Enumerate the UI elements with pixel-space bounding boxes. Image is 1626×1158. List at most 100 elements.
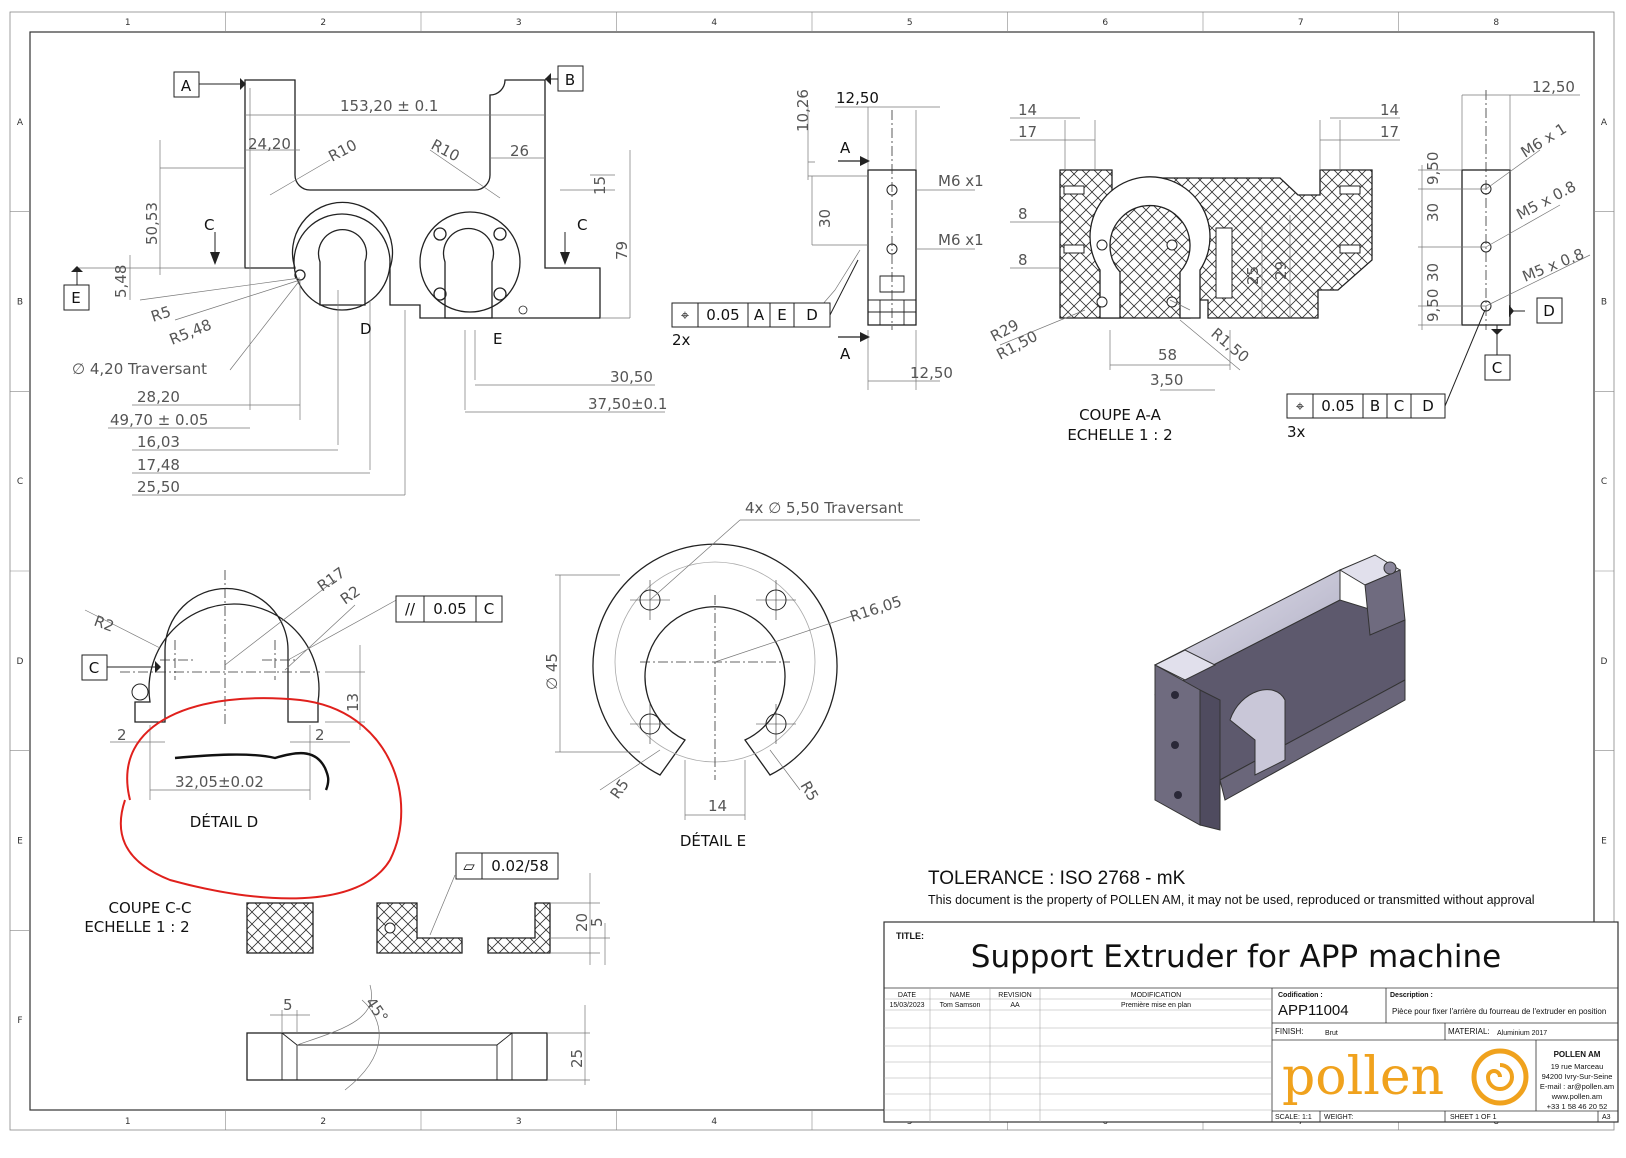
company-name: POLLEN AM: [1554, 1050, 1601, 1059]
fcf2-tolerance: 0.05: [1321, 397, 1354, 415]
material-label: MATERIAL:: [1448, 1027, 1490, 1036]
zone-row-label: A: [17, 118, 24, 128]
dim-14-right: 14: [1380, 101, 1399, 119]
zone-row-label: C: [1601, 477, 1607, 487]
zone-row-label: E: [17, 837, 23, 847]
revision-cell: AA: [1010, 1002, 1020, 1009]
sheet-size: A3: [1602, 1114, 1611, 1121]
property-notice: This document is the property of POLLEN …: [928, 893, 1535, 907]
zone-column-label: 1: [125, 18, 131, 28]
dim-25-bottom: 25: [568, 1049, 586, 1068]
datum-a-label: A: [181, 77, 192, 95]
dim-8-upper: 8: [1018, 205, 1028, 223]
codification-value: APP11004: [1278, 1002, 1349, 1019]
dim-2-left: 2: [117, 726, 127, 744]
material-value: Aluminium 2017: [1497, 1030, 1547, 1037]
parallelism-symbol: //: [405, 600, 416, 618]
dim-5-cc: 5: [588, 917, 606, 927]
zone-row-label: D: [17, 657, 24, 667]
revision-cell: Tom Samson: [940, 1002, 981, 1009]
zone-column-label: 4: [711, 18, 717, 28]
dim-28-20: 28,20: [137, 388, 180, 406]
dim-r16-05: R16,05: [848, 592, 904, 626]
dim-16-03: 16,03: [137, 433, 180, 451]
dim-hole-4-20: ∅ 4,20 Traversant: [72, 360, 207, 378]
finish-label: FINISH:: [1275, 1027, 1303, 1036]
dim-m5-lower: M5 x 0.8: [1520, 245, 1587, 286]
fcf4-tolerance: 0.02/58: [491, 857, 549, 875]
isometric-view: [1153, 554, 1406, 831]
datum-c-detail-label: C: [89, 659, 99, 677]
fcf1-tolerance: 0.05: [706, 306, 739, 324]
zone-column-label: 7: [1298, 18, 1304, 28]
pollen-logo-icon: [1471, 1048, 1529, 1106]
zone-column-label: 3: [516, 1117, 522, 1127]
dim-29-section: 29: [1272, 261, 1290, 280]
dim-30-50: 30,50: [610, 368, 653, 386]
address-line: 19 rue Marceau: [1551, 1062, 1604, 1071]
zone-column-label: 6: [1102, 18, 1108, 28]
section-a-a: 14 17 14 17 8 8 25 29 58 3,50 R29 R1,50 …: [987, 101, 1400, 444]
section-c-label-right: C: [577, 216, 587, 234]
datum-A: A: [173, 71, 246, 98]
datum-B: B: [545, 65, 584, 92]
revision-header-cell: NAME: [950, 992, 971, 999]
section-c-c: COUPE C-C ECHELLE 1 : 2 20 5: [84, 873, 610, 965]
datum-b-label: B: [565, 71, 575, 89]
zone-row-label: E: [1601, 837, 1607, 847]
dim-26: 26: [510, 142, 529, 160]
dim-9-50-bottom: 9,50: [1424, 289, 1442, 322]
dim-4x-holes: 4x ∅ 5,50 Traversant: [745, 499, 903, 517]
zone-row-label: D: [1601, 657, 1608, 667]
section-a-label-bottom: A: [840, 345, 851, 363]
fcf-position-1: ⌖ 0.05 A E D 2x: [671, 259, 859, 349]
revision-cell: 15/03/2023: [889, 1002, 924, 1009]
finish-value: Brut: [1325, 1030, 1338, 1037]
drawing-title: Support Extruder for APP machine: [971, 939, 1501, 975]
zone-row-label: A: [1601, 118, 1608, 128]
fcf-position-2: ⌖ 0.05 B C D 3x: [1286, 309, 1486, 441]
fcf-parallelism: // 0.05 C: [395, 595, 503, 623]
dim-r5-48: R5,48: [167, 316, 214, 349]
section-C-marks: C C: [204, 216, 587, 265]
codification-label: Codification :: [1278, 992, 1323, 999]
fcf3-tolerance: 0.05: [433, 600, 466, 618]
dim-15: 15: [591, 176, 609, 195]
zone-row-label: F: [17, 1016, 22, 1026]
datum-c-label: C: [1492, 359, 1502, 377]
black-markup-scribble: [174, 752, 330, 791]
detail-d-marker: D: [360, 320, 372, 338]
address-line: +33 1 58 46 20 52: [1547, 1102, 1608, 1111]
section-a-a-scale: ECHELLE 1 : 2: [1067, 426, 1172, 444]
dim-13: 13: [344, 693, 362, 712]
dim-17-48: 17,48: [137, 456, 180, 474]
dim-153-20: 153,20 ± 0.1: [340, 97, 438, 115]
dim-r5-left: R5: [607, 776, 633, 803]
detail-d: C R2 R17 R2 13 2 2 32,05±0.02 DÉTAIL D: [81, 564, 401, 831]
revision-cell: Première mise en plan: [1121, 1002, 1191, 1009]
dim-14-detail: 14: [708, 797, 727, 815]
red-markup-circle: [119, 697, 403, 900]
dim-30-side: 30: [816, 209, 834, 228]
fcf2-datum-3: D: [1422, 397, 1434, 415]
position-symbol: ⌖: [681, 306, 690, 324]
front-view-dims: [75, 88, 665, 496]
revision-header-cell: MODIFICATION: [1131, 992, 1181, 999]
revision-row: 15/03/2023 Tom Samson AA Première mise en p…: [889, 1002, 1191, 1009]
dim-50-53: 50,53: [143, 202, 161, 245]
dim-m6-right: M6 x 1: [1518, 119, 1570, 161]
flatness-symbol: ▱: [463, 857, 475, 875]
dim-20: 20: [573, 913, 591, 932]
dim-12-50-top: 12,50: [836, 89, 879, 107]
section-c-c-title: COUPE C-C: [109, 899, 192, 917]
detail-e-title: DÉTAIL E: [680, 831, 746, 850]
right-view: D C 12,50 M6 x 1 M5 x 0.8 M5 x 0.8 9,50 …: [1418, 78, 1591, 381]
title-block: TITLE: Support Extruder for APP machine …: [883, 921, 1619, 1123]
detail-d-title: DÉTAIL D: [190, 812, 258, 831]
address-line: www.pollen.am: [1551, 1092, 1602, 1101]
detail-e: 4x ∅ 5,50 Traversant R16,05 ∅ 45 R5 R5 1…: [543, 499, 920, 850]
dim-r5-right: R5: [797, 778, 823, 804]
zone-column-label: 5: [907, 18, 913, 28]
